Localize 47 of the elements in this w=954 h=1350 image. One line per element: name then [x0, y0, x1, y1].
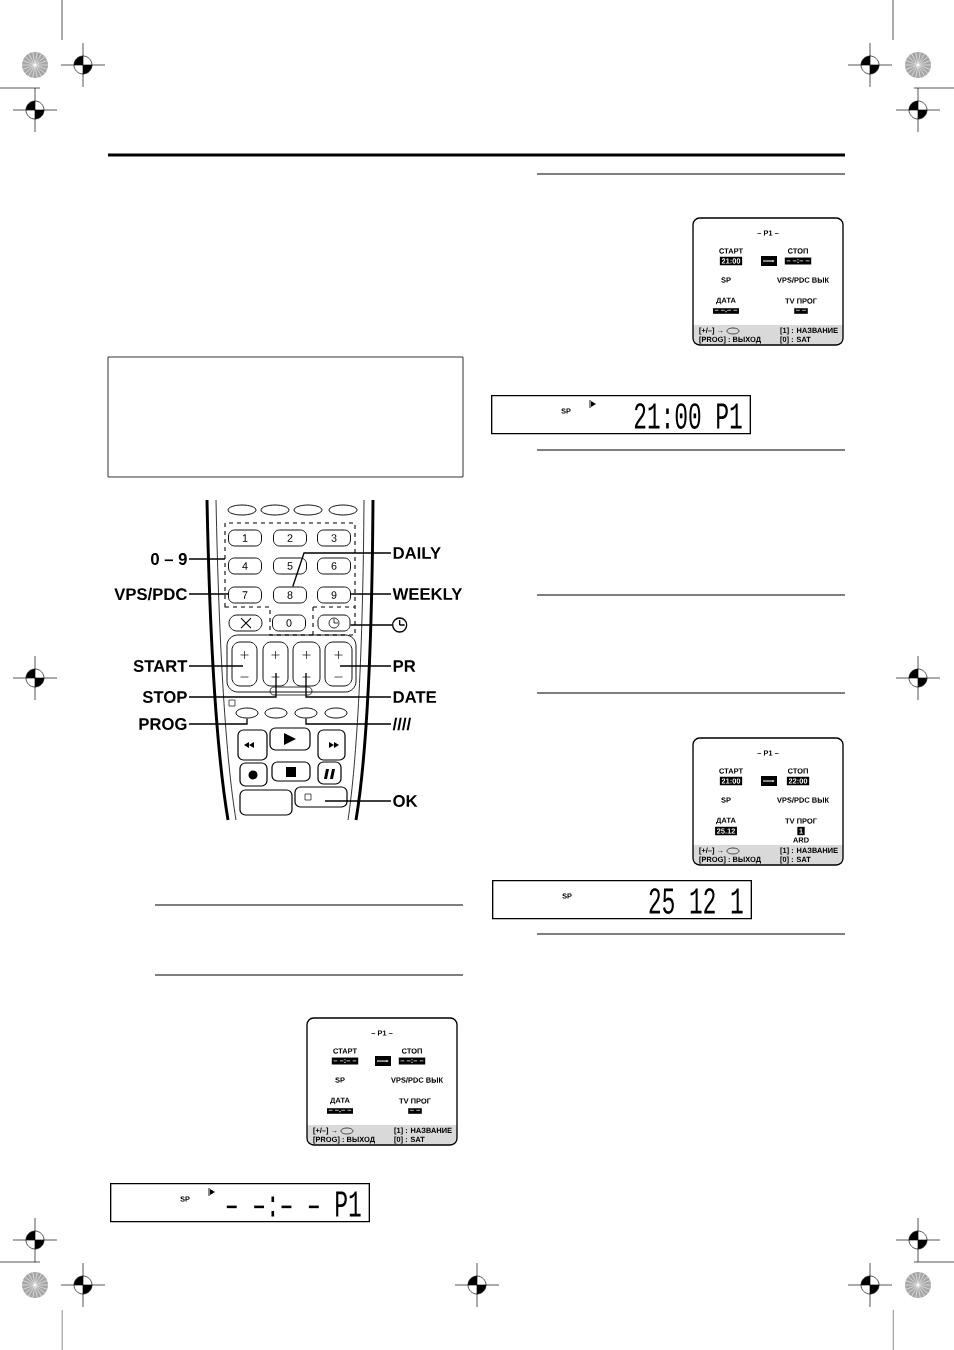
number-key: 5 [273, 557, 307, 575]
leader-line [305, 672, 392, 698]
oval-button [294, 707, 318, 719]
dashed-key-group [224, 522, 356, 636]
callout-label: DATE [393, 691, 437, 703]
number-key: 6 [317, 557, 351, 575]
callout-label: STOP [142, 691, 187, 703]
leader-line [292, 552, 392, 588]
menu-screen [306, 1017, 458, 1146]
number-key: 0 [272, 614, 306, 632]
leader-line [188, 558, 226, 560]
oval-button [235, 707, 259, 719]
number-key: 1 [228, 529, 262, 547]
display-digits: 25 12 1 [649, 888, 743, 914]
callout-label: //// [392, 717, 411, 731]
callout-label: 0 – 9 [151, 553, 187, 565]
display-digits: 21:00 P1 [634, 403, 742, 429]
number-key: 8 [273, 586, 307, 604]
menu-screen [692, 217, 844, 346]
callout-label: PR [393, 660, 416, 672]
leader-line [188, 672, 277, 698]
leader-line [339, 665, 392, 667]
display-digits: – –:– – P1 [226, 1191, 361, 1217]
callout-label: WEEKLY [392, 588, 463, 600]
front-panel-display [492, 880, 752, 920]
callout-label: OK [393, 795, 418, 807]
callout-label: START [133, 660, 188, 672]
menu-screen [692, 737, 844, 866]
callout-label: DAILY [393, 547, 441, 559]
front-panel-display [110, 1183, 370, 1223]
leader-line [188, 593, 229, 595]
front-panel-display [491, 395, 751, 435]
leader-line [188, 717, 248, 725]
leader-line [305, 717, 392, 725]
leader-line [350, 593, 392, 595]
leader-line [349, 624, 393, 626]
clock-icon [392, 617, 408, 633]
number-key: 7 [228, 586, 262, 604]
number-key: 2 [273, 529, 307, 547]
leader-line [188, 665, 244, 667]
clock-key [317, 614, 351, 632]
number-key: 4 [228, 557, 262, 575]
number-key: 3 [317, 529, 351, 547]
callout-label: PROG [139, 718, 187, 730]
number-key: 9 [317, 586, 351, 604]
leader-line [324, 800, 392, 802]
callout-label: VPS/PDC [114, 587, 187, 601]
